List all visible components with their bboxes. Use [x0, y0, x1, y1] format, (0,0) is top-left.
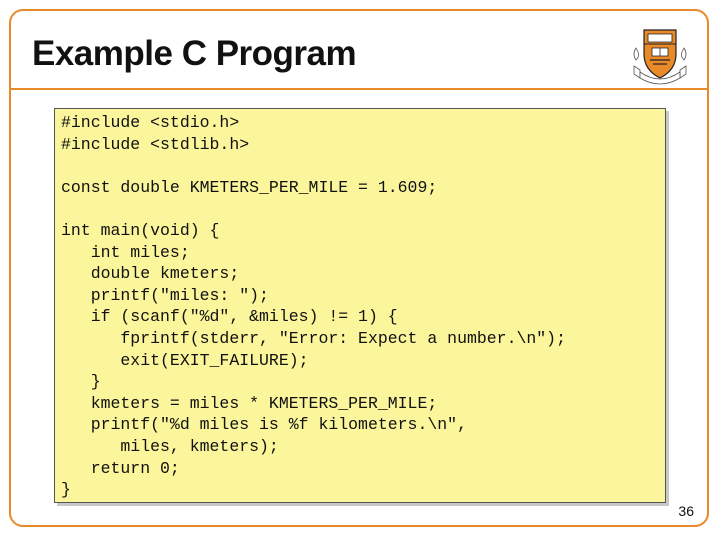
- code-line: exit(EXIT_FAILURE);: [61, 350, 309, 370]
- slide-title: Example C Program: [32, 34, 357, 73]
- code-line: double kmeters;: [61, 264, 240, 284]
- code-line: #include <stdio.h>: [61, 113, 240, 132]
- code-line: const double KMETERS_PER_MILE = 1.609;: [61, 177, 438, 197]
- code-line: return 0;: [61, 458, 180, 478]
- princeton-shield-icon: [633, 29, 687, 85]
- title-divider: [9, 88, 709, 90]
- code-line: printf("%d miles is %f kilometers.\n",: [61, 415, 467, 435]
- slide-frame: [9, 9, 709, 527]
- code-block: [54, 108, 666, 503]
- code-line: kmeters = miles * KMETERS_PER_MILE;: [61, 393, 438, 413]
- code-line: if (scanf("%d", &miles) != 1) {: [61, 307, 398, 327]
- source-code: #include <stdio.h> #include <stdlib.h> con…: [61, 112, 566, 501]
- code-line: [61, 198, 566, 220]
- code-line: #include <stdlib.h>: [61, 134, 250, 154]
- code-line: fprintf(stderr, "Error: Expect a number.…: [61, 328, 566, 348]
- page-number: 36: [678, 503, 694, 519]
- code-line: printf("miles: ");: [61, 285, 269, 305]
- code-line: int main(void) {: [61, 220, 220, 240]
- code-line: }: [61, 372, 101, 392]
- code-line: [61, 155, 566, 177]
- code-line: }: [61, 480, 71, 500]
- code-line: int miles;: [61, 242, 190, 262]
- code-line: miles, kmeters);: [61, 436, 279, 456]
